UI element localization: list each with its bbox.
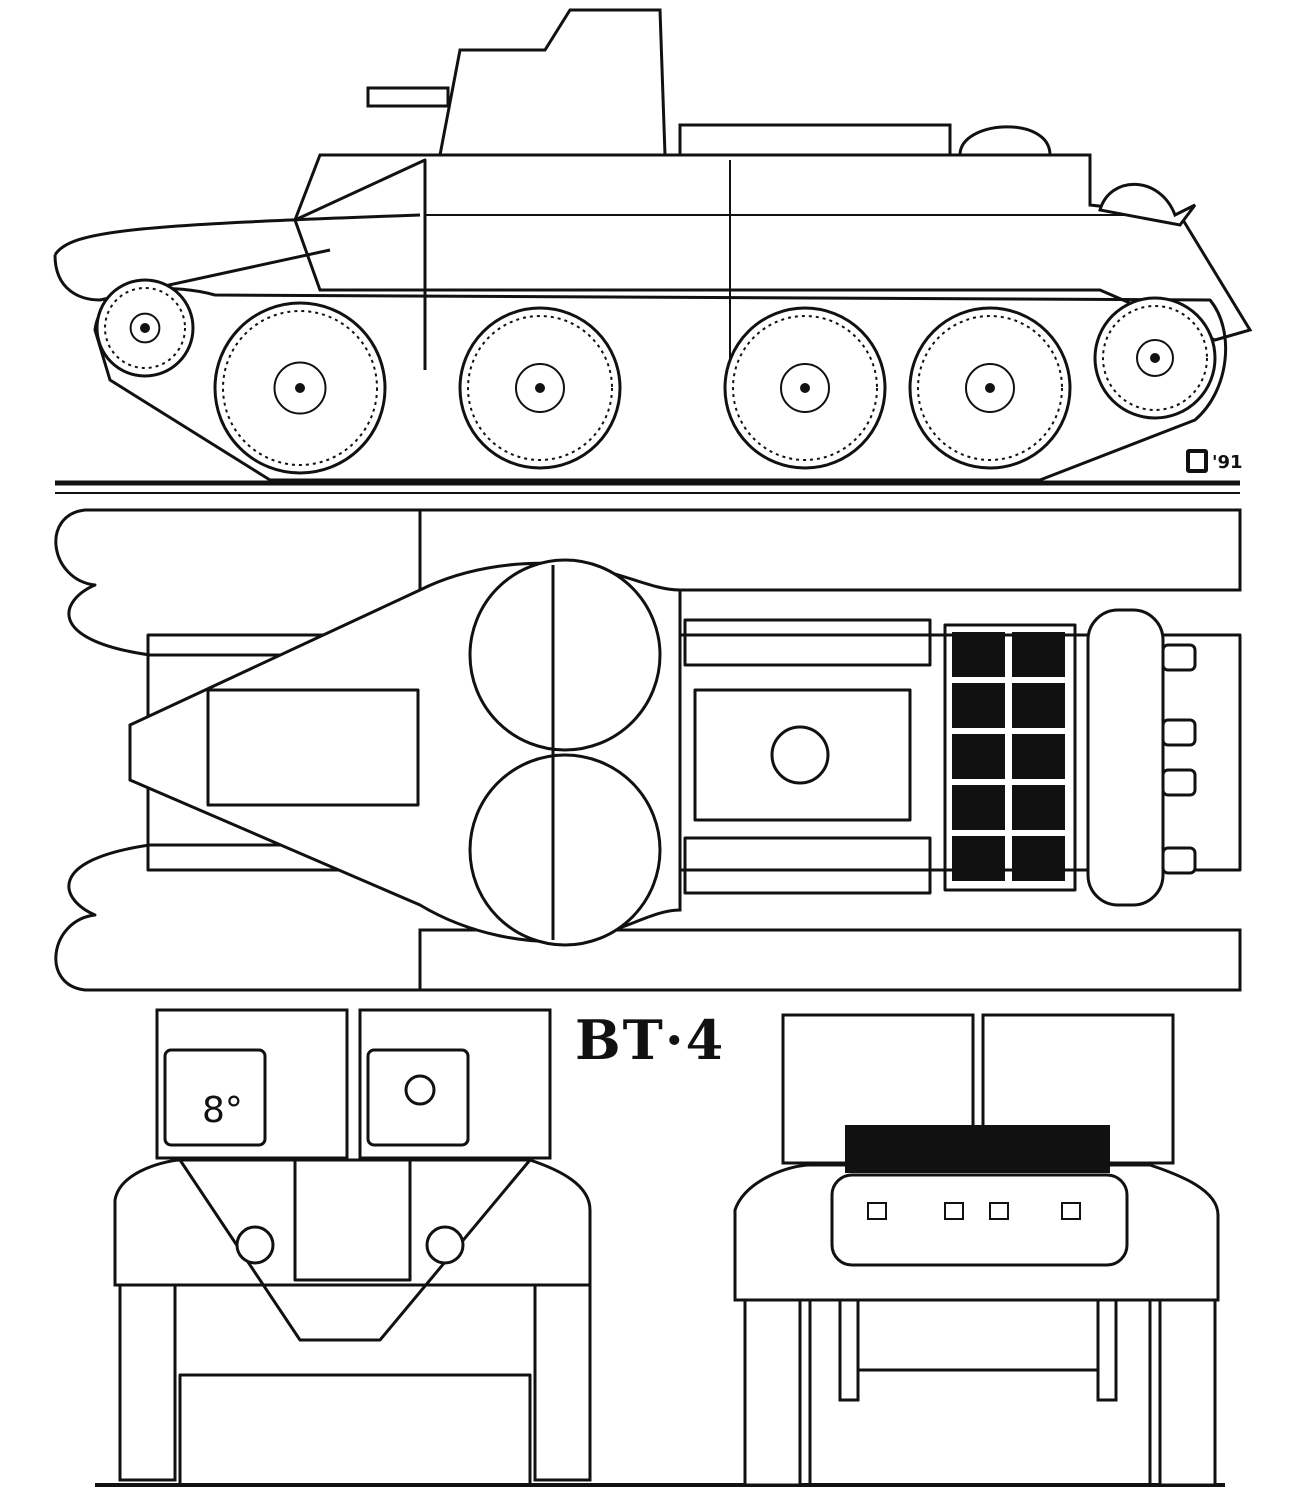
engine-deck xyxy=(693,688,912,822)
gun-barrel xyxy=(366,86,450,108)
wheel-hub xyxy=(515,363,565,413)
wheel-rim xyxy=(917,315,1063,461)
turret-side xyxy=(438,8,667,157)
rear-view xyxy=(733,1013,1220,1487)
radiator-cell xyxy=(1012,734,1065,779)
radiator-cell xyxy=(952,734,1005,779)
front-hull xyxy=(113,1158,592,1287)
wheel-bolt xyxy=(800,383,810,393)
wheel-hub xyxy=(965,363,1015,413)
wheel-bolt xyxy=(1150,353,1160,363)
wheel-bolt xyxy=(140,323,150,333)
wheel-rim xyxy=(467,315,613,461)
wheel-bolt xyxy=(985,383,995,393)
artist-signature-year: '91 xyxy=(1212,452,1243,473)
wheel-hub xyxy=(1136,339,1174,377)
hull-marking: 8° xyxy=(202,1090,243,1131)
wheel-bolt xyxy=(535,383,545,393)
wheel-rim xyxy=(104,287,186,369)
front-fender xyxy=(53,213,421,302)
radiator-cell xyxy=(952,785,1005,830)
drawing-title: BT·4 xyxy=(575,1008,726,1072)
turret-hatch-2 xyxy=(468,753,662,947)
wheel-hub xyxy=(129,312,161,344)
wheel-hub xyxy=(780,363,830,413)
artist-monogram-icon xyxy=(1186,449,1208,473)
front-view xyxy=(95,1008,1225,1487)
wheel-rim xyxy=(1102,305,1208,411)
wheel-hub xyxy=(273,361,327,415)
wheel-rim xyxy=(222,310,378,466)
side-view xyxy=(53,8,1253,494)
radiator-cell xyxy=(952,683,1005,728)
wheel-rim xyxy=(732,315,878,461)
top-view xyxy=(54,508,1242,992)
radiator-cell xyxy=(952,632,1005,677)
radiator-cell xyxy=(952,836,1005,881)
radiator-cell xyxy=(1012,683,1065,728)
fuel-tank xyxy=(1086,608,1165,907)
radiator-cell xyxy=(1012,836,1065,881)
turret-hatch-1 xyxy=(468,558,662,752)
radiator-cell xyxy=(1012,632,1065,677)
upper-hull xyxy=(293,153,1253,342)
radiator-grille xyxy=(952,632,1065,881)
wheel-bolt xyxy=(295,383,305,393)
radiator-cell xyxy=(1012,785,1065,830)
